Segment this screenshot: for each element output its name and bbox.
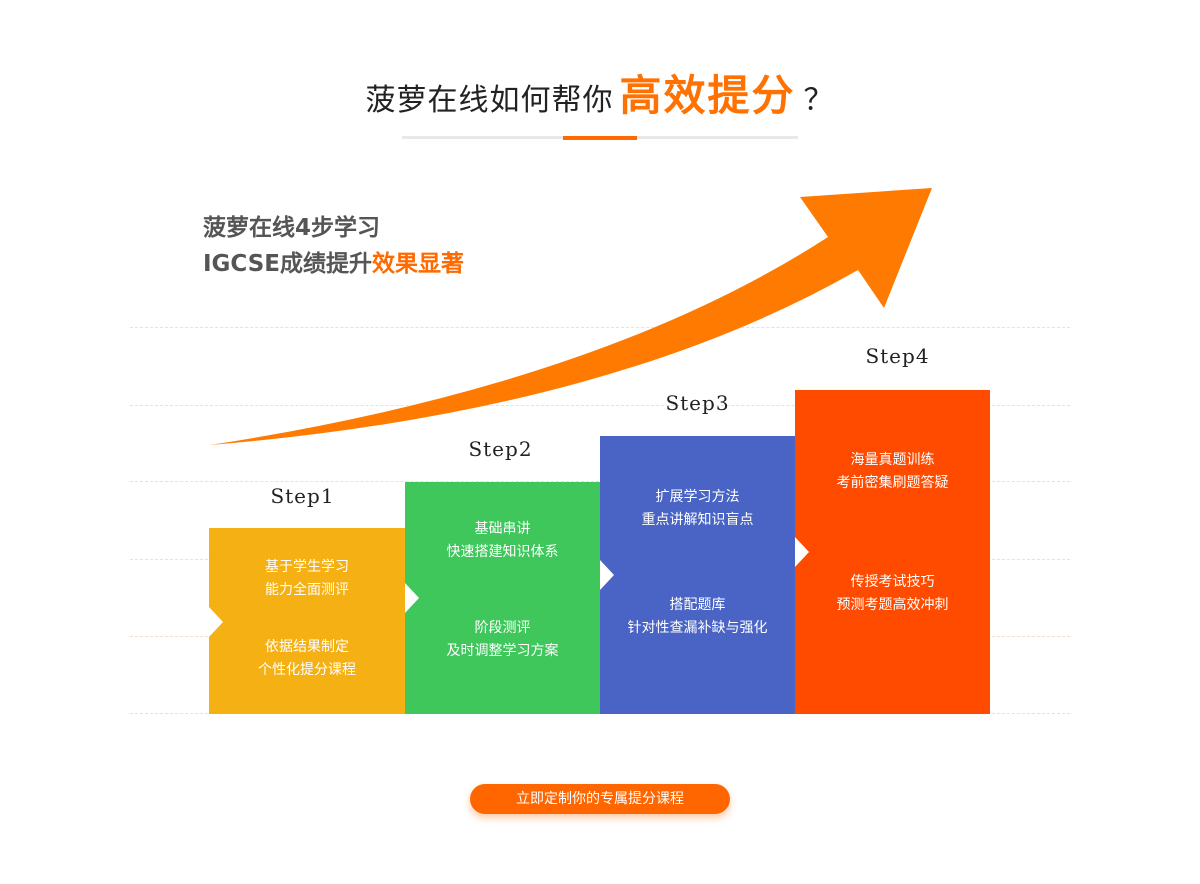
step-block-text: 个性化提分课程 xyxy=(258,662,356,678)
step-block-text: 阶段测评 xyxy=(474,620,531,636)
slogan-line-2-text: IGCSE成绩提升 xyxy=(203,251,373,277)
step-label: Step2 xyxy=(468,437,533,461)
step-block: 基础串讲 快速搭建知识体系 阶段测评 及时调整学习方案 xyxy=(405,482,600,714)
step-block-text: 考前密集刷题答疑 xyxy=(836,475,949,491)
step-block-text: 预测考题高效冲刺 xyxy=(836,597,949,613)
step-label: Step1 xyxy=(270,484,335,508)
page-title-prefix: 菠萝在线如何帮你 xyxy=(365,83,614,118)
guide-line xyxy=(130,327,1070,328)
step-notch-icon xyxy=(209,607,223,637)
step-notch-icon xyxy=(600,560,614,590)
step-block-text: 能力全面测评 xyxy=(265,582,349,598)
step-block-text: 扩展学习方法 xyxy=(655,489,740,505)
step-block-text: 重点讲解知识盲点 xyxy=(641,512,754,528)
step-block-text: 针对性查漏补缺与强化 xyxy=(627,620,768,636)
slogan: 菠萝在线4步学习 IGCSE成绩提升效果显著 xyxy=(203,210,464,282)
step-label: Step4 xyxy=(865,344,930,368)
slogan-line-2: IGCSE成绩提升效果显著 xyxy=(203,246,464,282)
step-block-text: 依据结果制定 xyxy=(265,639,349,655)
step-block-text: 基础串讲 xyxy=(474,521,531,537)
page-title-highlight: 高效提分 xyxy=(619,71,796,120)
page-title: 菠萝在线如何帮你高效提分？ xyxy=(0,62,1200,123)
step-block: 扩展学习方法 重点讲解知识盲点 搭配题库 针对性查漏补缺与强化 xyxy=(600,436,795,714)
slogan-line-2-accent: 效果显著 xyxy=(372,251,465,277)
page-title-suffix: ？ xyxy=(803,83,835,118)
step-block: 基于学生学习 能力全面测评 依据结果制定 个性化提分课程 xyxy=(209,528,405,714)
step-block-text: 快速搭建知识体系 xyxy=(446,544,559,560)
step-notch-icon xyxy=(405,583,419,613)
step-block: 海量真题训练 考前密集刷题答疑 传授考试技巧 预测考题高效冲刺 xyxy=(795,390,990,714)
custom-course-button[interactable]: 立即定制你的专属提分课程 xyxy=(470,784,730,814)
step-notch-icon xyxy=(795,537,809,567)
step-block-text: 基于学生学习 xyxy=(265,559,349,575)
step-block-text: 海量真题训练 xyxy=(850,452,935,468)
step-label: Step3 xyxy=(665,391,730,415)
guide-line xyxy=(130,405,1070,406)
title-underline-accent xyxy=(563,136,637,140)
step-block-text: 搭配题库 xyxy=(669,597,726,613)
step-block-text: 及时调整学习方案 xyxy=(446,643,559,659)
step-block-text: 传授考试技巧 xyxy=(850,574,935,590)
slogan-line-1: 菠萝在线4步学习 xyxy=(203,215,381,241)
